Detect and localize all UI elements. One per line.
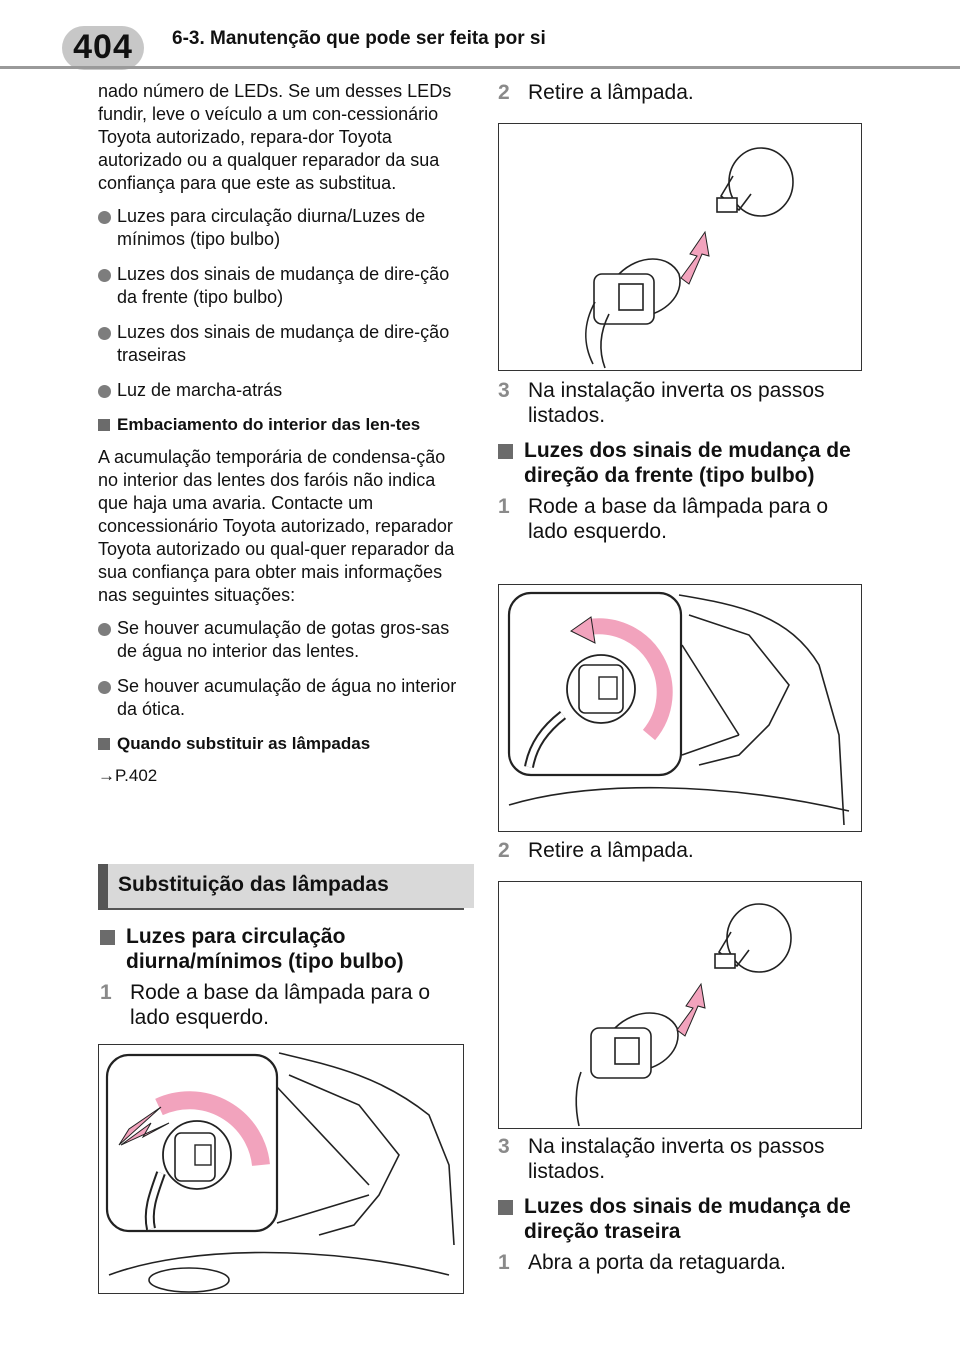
bullet-icon [98, 623, 111, 636]
front-signal-heading: Luzes dos sinais de mudança de direção d… [496, 438, 866, 488]
list-item: Luzes para circulação diurna/Luzes de mí… [98, 205, 468, 251]
section-title: Substituição das lâmpadas [118, 873, 389, 896]
figure-remove-bulb-drl [498, 123, 862, 371]
square-bullet-icon [98, 419, 110, 431]
section-underline [98, 908, 464, 910]
bullet-icon [98, 211, 111, 224]
chapter-title: 6-3. Manutenção que pode ser feita por s… [172, 28, 546, 49]
square-bullet-icon [498, 444, 513, 459]
list-item: Luz de marcha-atrás [98, 379, 468, 402]
figure-drl-rotate [98, 1044, 464, 1294]
page-number-badge: 404 [62, 26, 144, 70]
square-bullet-icon [498, 1200, 513, 1215]
list-item: Luzes dos sinais de mudança de dire-ção … [98, 321, 468, 367]
list-item: Se houver acumulação de gotas gros-sas d… [98, 617, 468, 663]
figure-remove-bulb-front [498, 881, 862, 1129]
drl-block: Luzes para circulação diurna/mínimos (ti… [98, 924, 468, 1036]
bullet-icon [98, 269, 111, 282]
rear-signal-heading: Luzes dos sinais de mudança de direção t… [496, 1194, 866, 1244]
square-bullet-icon [100, 930, 115, 945]
list-item: Se houver acumulação de água no interior… [98, 675, 468, 721]
bullet-icon [98, 385, 111, 398]
square-bullet-icon [98, 738, 110, 750]
fog-paragraph: A acumulação temporária de condensa-ção … [98, 447, 455, 605]
intro-paragraph: nado número de LEDs. Se um desses LEDs f… [98, 81, 452, 193]
figure-front-signal-rotate [498, 584, 862, 832]
page-number: 404 [73, 28, 133, 66]
drl-heading: Luzes para circulação diurna/mínimos (ti… [98, 924, 468, 974]
list-item: Luzes dos sinais de mudança de dire-ção … [98, 263, 468, 309]
left-column: nado número de LEDs. Se um desses LEDs f… [98, 80, 468, 787]
section-title-bar: Substituição das lâmpadas [98, 864, 474, 908]
bullet-icon [98, 327, 111, 340]
fog-heading: Embaciamento do interior das len-tes [98, 414, 468, 436]
bullet-icon [98, 681, 111, 694]
replace-heading: Quando substituir as lâmpadas [98, 733, 468, 755]
page-reference-link[interactable]: →P.402 [98, 766, 158, 785]
header-divider [0, 66, 960, 69]
